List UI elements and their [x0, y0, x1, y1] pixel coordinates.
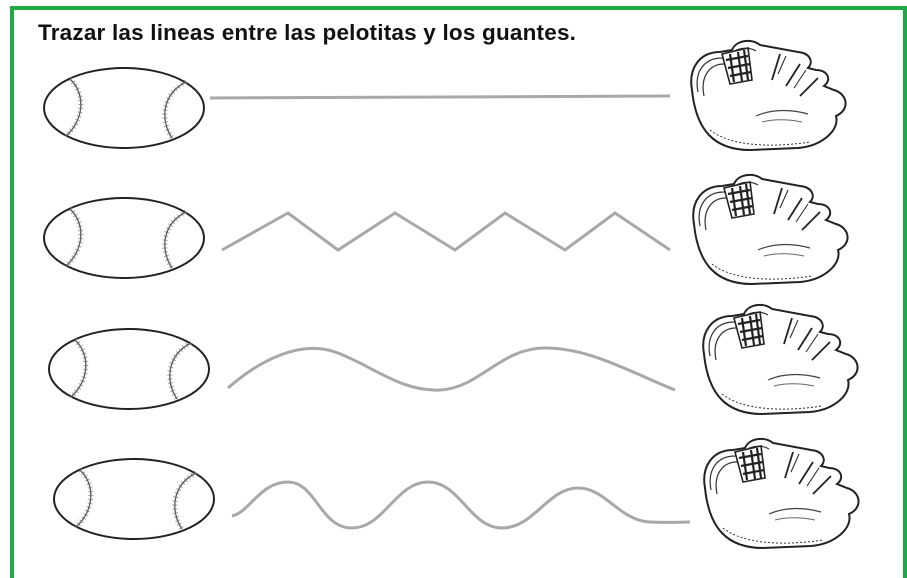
- baseball-glove-icon: [702, 303, 859, 416]
- baseball-icon: [44, 68, 204, 148]
- row-4: [54, 437, 860, 550]
- baseball-glove-icon: [692, 173, 849, 286]
- green-frame-top: [10, 6, 907, 10]
- row-1: [44, 39, 847, 152]
- row-3: [49, 303, 859, 416]
- green-frame-left: [10, 6, 14, 578]
- tight-wave-trace-line[interactable]: [231, 480, 691, 530]
- baseball-glove-icon: [703, 437, 860, 550]
- baseball-glove-icon: [690, 39, 847, 152]
- zigzag-trace-line[interactable]: [221, 211, 671, 252]
- row-2: [44, 173, 849, 286]
- baseball-icon: [54, 459, 214, 539]
- worksheet-title: Trazar las lineas entre las pelotitas y …: [38, 20, 577, 45]
- baseball-icon: [44, 198, 204, 278]
- green-frame-right: [903, 6, 907, 578]
- baseball-icon: [49, 329, 209, 409]
- straight-trace-line[interactable]: [209, 94, 671, 100]
- wave-trace-line[interactable]: [227, 346, 676, 392]
